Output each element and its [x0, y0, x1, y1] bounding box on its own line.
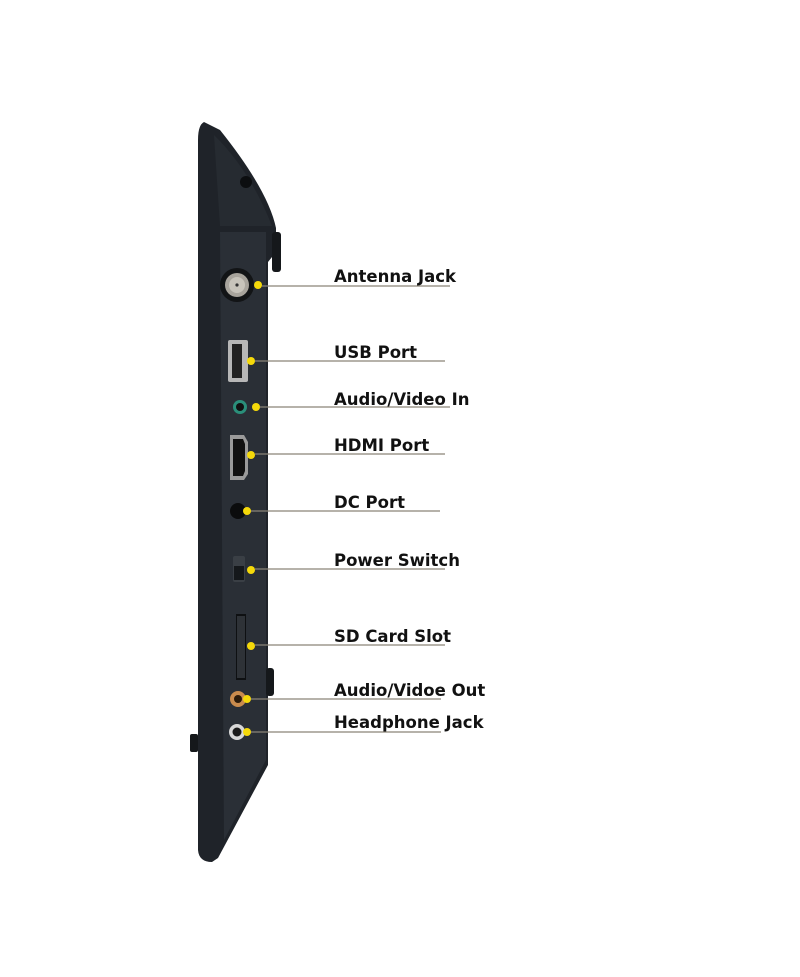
label-sd-card-slot: SD Card Slot: [334, 627, 451, 646]
dc-port-icon: [230, 503, 246, 519]
callout-audio-video-out: Audio/Vidoe Out: [243, 681, 485, 703]
label-usb-port: USB Port: [334, 343, 417, 362]
hdmi-port-icon: [230, 435, 248, 480]
usb-port-icon: [228, 340, 248, 382]
label-antenna-jack: Antenna Jack: [334, 267, 457, 286]
label-hdmi-port: HDMI Port: [334, 436, 429, 455]
callout-audio-video-in: Audio/Video In: [252, 390, 469, 411]
callout-hdmi-port: HDMI Port: [247, 436, 445, 459]
callout-usb-port: USB Port: [247, 343, 445, 365]
av-in-jack-icon: [233, 400, 247, 414]
sd-card-slot-icon: [236, 614, 246, 680]
callout-headphone-jack: Headphone Jack: [243, 713, 485, 736]
headphone-jack-icon: [229, 724, 245, 740]
screw-hole-icon: [240, 176, 252, 188]
coax-antenna-icon: [220, 268, 254, 302]
side-button[interactable]: [190, 734, 198, 752]
power-switch-icon[interactable]: [233, 556, 245, 582]
label-audio-video-in: Audio/Video In: [334, 390, 469, 409]
callout-dc-port: DC Port: [243, 493, 440, 515]
device-side-panel: [220, 232, 266, 840]
label-dc-port: DC Port: [334, 493, 405, 512]
label-audio-video-out: Audio/Vidoe Out: [334, 681, 485, 700]
callout-sd-card-slot: SD Card Slot: [247, 627, 451, 650]
label-headphone-jack: Headphone Jack: [334, 713, 485, 732]
side-button[interactable]: [272, 232, 281, 272]
av-out-jack-icon: [230, 691, 246, 707]
callout-power-switch: Power Switch: [247, 551, 460, 574]
callout-antenna-jack: Antenna Jack: [254, 267, 457, 289]
side-button[interactable]: [266, 668, 274, 696]
label-power-switch: Power Switch: [334, 551, 460, 570]
